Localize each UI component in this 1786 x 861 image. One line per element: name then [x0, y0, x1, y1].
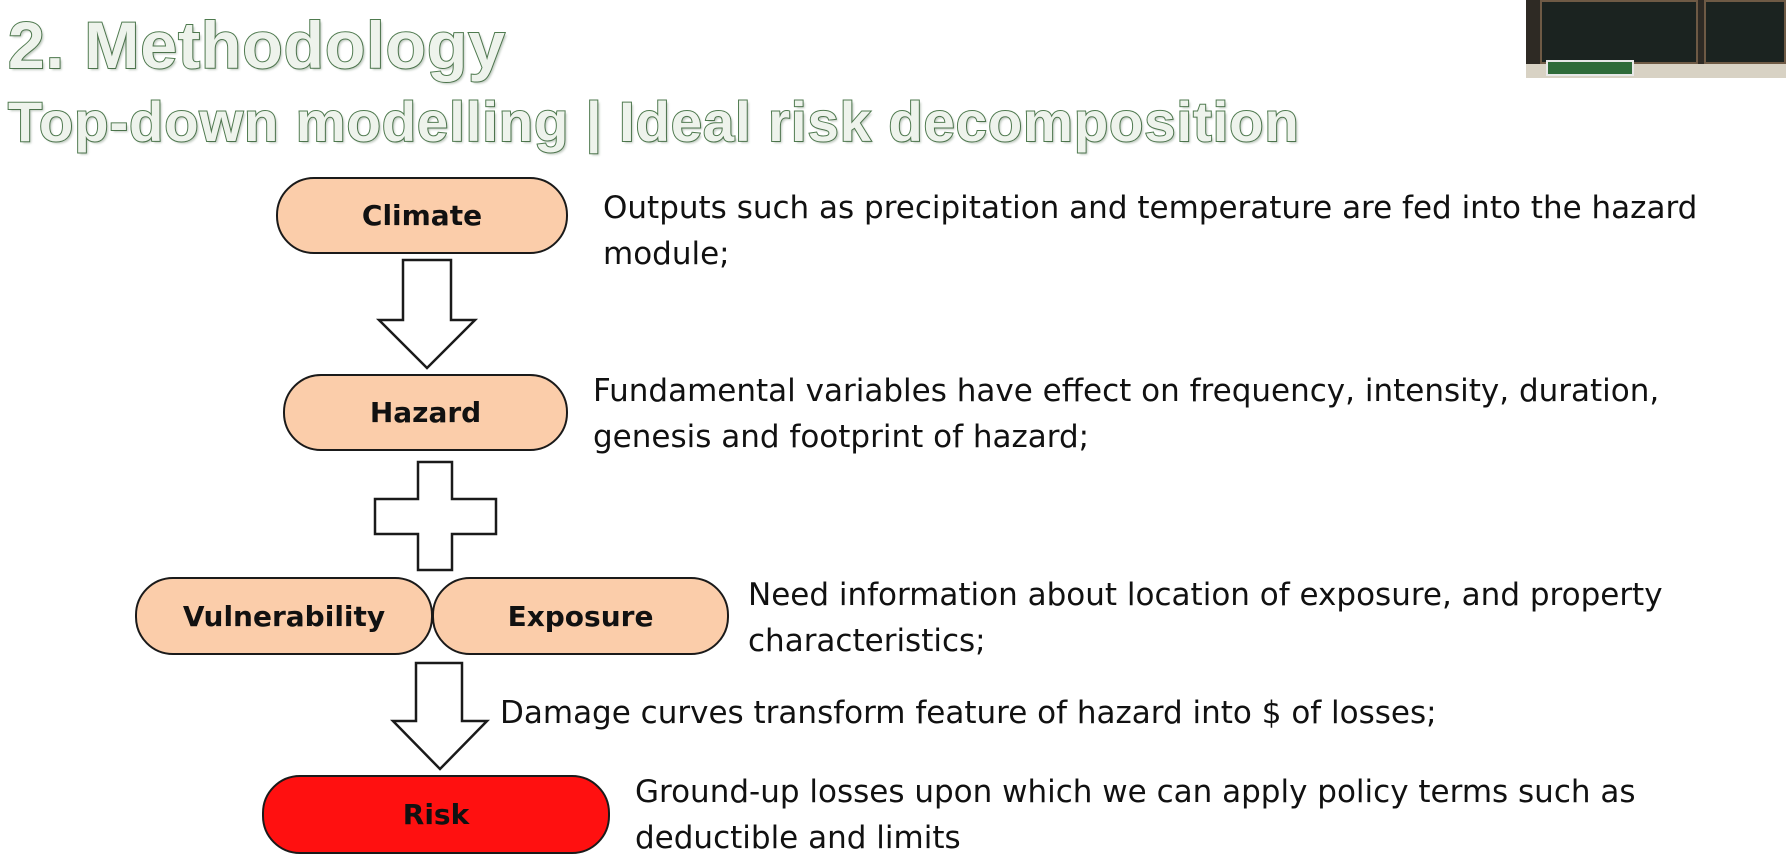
risk-description: Ground-up losses upon which we can apply… [635, 774, 1636, 856]
node-risk: Risk [262, 775, 610, 854]
slide-title: 2. Methodology [7, 7, 506, 83]
blackboard-right [1704, 0, 1786, 64]
hazard-description: Fundamental variables have effect on fre… [593, 373, 1660, 455]
webcam-video-thumbnail [1526, 0, 1786, 78]
node-exposure: Exposure [432, 577, 729, 655]
blackboard-left [1540, 0, 1698, 64]
slide-subtitle: Top-down modelling | Ideal risk decompos… [7, 89, 1300, 154]
green-sign [1546, 60, 1634, 76]
node-climate: Climate [276, 177, 568, 254]
climate-description: Outputs such as precipitation and temper… [603, 190, 1698, 272]
plus-icon [373, 460, 498, 572]
arrow-down-icon [390, 661, 490, 771]
node-hazard: Hazard [283, 374, 568, 451]
exposure-description: Need information about location of expos… [748, 577, 1663, 659]
node-vulnerability: Vulnerability [135, 577, 433, 655]
damage-curves-description: Damage curves transform feature of hazar… [500, 695, 1437, 731]
arrow-down-icon [375, 258, 479, 370]
